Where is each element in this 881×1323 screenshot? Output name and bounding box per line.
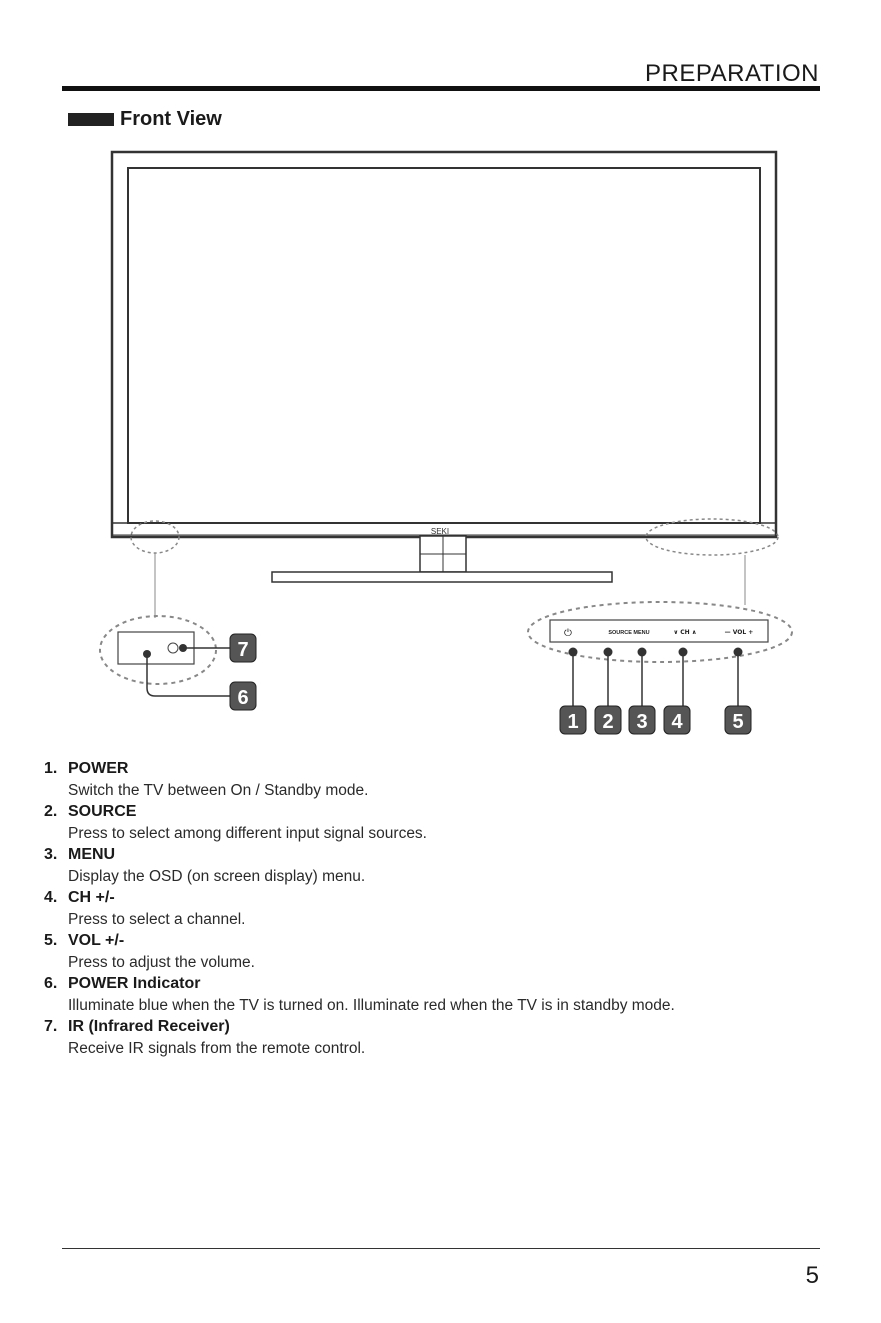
ir-receiver [167,642,179,654]
control-panel-zoom-circle [527,601,793,663]
source-menu-buttons: SOURCE MENU [608,630,649,636]
callout-label-5: 5 [732,711,743,733]
item-title: POWER Indicator [68,975,201,992]
list-item: 4. CH +/- Press to select a channel. [44,887,844,930]
item-number: 6. [44,975,58,992]
item-number: 1. [44,760,58,777]
item-description: Press to select among different input si… [68,825,427,842]
item-number: 7. [44,1018,58,1035]
list-item: 1. POWER Switch the TV between On / Stan… [44,758,844,801]
item-number: 2. [44,803,58,820]
list-item: 2. SOURCE Press to select among differen… [44,801,844,844]
section-heading: Front View [68,108,222,131]
callout-badge-3: 3 [628,705,656,735]
callout-label-2: 2 [602,711,613,733]
callout-label-3: 3 [636,711,647,733]
item-description: Press to select a channel. [68,911,246,928]
page-number: 5 [805,1262,819,1289]
callout-badge-1: 1 [559,705,587,735]
page-header-title: PREPARATION [645,60,819,87]
callout-badge-6: 6 [229,681,257,711]
callout-badge-7: 7 [229,633,257,663]
item-number: 3. [44,846,58,863]
item-description: Receive IR signals from the remote contr… [68,1040,366,1057]
item-description: Switch the TV between On / Standby mode. [68,782,369,799]
callout-label-4: 4 [671,711,683,733]
section-title: Front View [120,108,222,130]
callout-label-6: 6 [237,687,248,709]
item-title: VOL +/- [68,932,125,949]
item-description: Illuminate blue when the TV is turned on… [68,997,675,1014]
list-item: 3. MENU Display the OSD (on screen displ… [44,844,844,887]
callout-label-7: 7 [237,639,248,661]
tv-brand-logo: SEKI [431,527,449,536]
section-marker [68,113,114,126]
item-description: Press to adjust the volume. [68,954,255,971]
tv-stand-base [271,571,613,583]
list-item: 6. POWER Indicator Illuminate blue when … [44,973,844,1016]
list-item: 5. VOL +/- Press to adjust the volume. [44,930,844,973]
header-rule [62,86,820,91]
callout-badge-2: 2 [594,705,622,735]
ir-zoom-circle [99,615,217,685]
tv-screen [127,167,761,524]
ch-buttons: ∨ CH ∧ [673,629,696,636]
vol-buttons: — VOL + [725,629,754,636]
item-description: Display the OSD (on screen display) menu… [68,868,366,885]
callout-label-1: 1 [567,711,578,733]
tv-front-view-diagram: SEKI 7 6 ⏻ SOURCE MENU ∨ CH ∧ — VOL + [99,150,793,735]
list-item: 7. IR (Infrared Receiver) Receive IR sig… [44,1016,844,1059]
item-title: POWER [68,760,129,777]
item-title: MENU [68,846,116,863]
item-title: CH +/- [68,889,115,906]
item-title: SOURCE [68,803,137,820]
callout-badge-4: 4 [663,705,691,735]
power-button-icon: ⏻ [564,628,572,639]
control-panel [549,619,769,643]
feature-list: 1. POWER Switch the TV between On / Stan… [44,758,844,1059]
item-title: IR (Infrared Receiver) [68,1018,230,1035]
footer-rule [62,1248,820,1249]
item-number: 4. [44,889,58,906]
callout-badge-5: 5 [724,705,752,735]
item-number: 5. [44,932,58,949]
